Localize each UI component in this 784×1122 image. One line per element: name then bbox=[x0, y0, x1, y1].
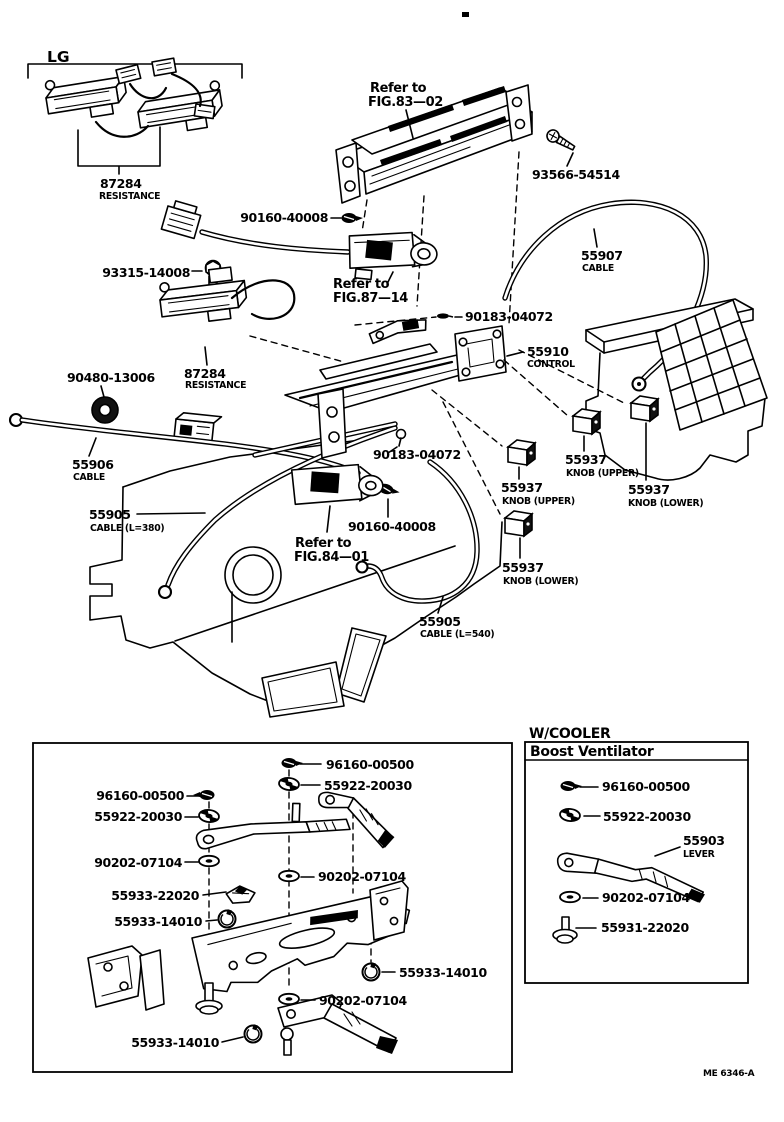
label-bl-clip: 55933-22020 bbox=[111, 888, 199, 903]
label-bl-screw-left: 96160-00500 bbox=[96, 788, 184, 803]
label-knob-d: 55937 bbox=[502, 560, 544, 575]
label-bl-grommet-a: 55933-14010 bbox=[114, 914, 202, 929]
label-knob-d-desc: KNOB (LOWER) bbox=[503, 576, 578, 587]
label-55907: 55907 bbox=[581, 248, 623, 263]
label-90183-a: 90183-04072 bbox=[465, 309, 553, 324]
label-55903: 55903 bbox=[683, 833, 725, 848]
label-knob-c: 55937 bbox=[628, 482, 670, 497]
label-93566: 93566-54514 bbox=[532, 167, 620, 182]
cable-55906 bbox=[8, 412, 361, 476]
boost-ventilator-title: Boost Ventilator bbox=[530, 744, 654, 760]
diagram-labels: LG Refer to FIG.83—02 93566-54514 87284 … bbox=[47, 48, 755, 1079]
lg-resistor-group bbox=[27, 57, 243, 175]
label-bl-nut-left: 55922-20030 bbox=[94, 809, 182, 824]
label-55905a: 55905 bbox=[89, 507, 131, 522]
label-87284-top-desc: RESISTANCE bbox=[99, 191, 160, 202]
label-bl-washer-right: 90202-07104 bbox=[318, 869, 406, 884]
label-bl-screw-right: 96160-00500 bbox=[326, 757, 414, 772]
label-bl-nut-right: 55922-20030 bbox=[324, 778, 412, 793]
label-55910-desc: CONTROL bbox=[527, 359, 575, 370]
label-90183-b: 90183-04072 bbox=[373, 447, 461, 462]
label-bl-washer-bottom: 90202-07104 bbox=[319, 993, 407, 1008]
control-assembly-55910 bbox=[252, 312, 627, 533]
label-87284-top: 87284 bbox=[100, 176, 142, 191]
label-55931: 55931-22020 bbox=[601, 920, 689, 935]
label-knob-c-desc: KNOB (LOWER) bbox=[628, 498, 703, 509]
fig83-ref-line2: FIG.83—02 bbox=[368, 95, 443, 110]
servo-cable-assembly bbox=[160, 200, 438, 285]
label-knob-a: 55937 bbox=[501, 480, 543, 495]
cable-55905-540 bbox=[355, 459, 480, 614]
label-55905b: 55905 bbox=[419, 614, 461, 629]
label-br-screw: 96160-00500 bbox=[602, 779, 690, 794]
wcooler-header: W/COOLER bbox=[529, 726, 611, 742]
knob-upper-left bbox=[507, 439, 536, 480]
lg-label: LG bbox=[47, 48, 70, 66]
label-90160-b: 90160-40008 bbox=[348, 519, 436, 534]
control-head-unit bbox=[335, 84, 533, 325]
label-knob-b-desc: KNOB (UPPER) bbox=[566, 468, 639, 479]
print-mark bbox=[462, 12, 469, 17]
label-87284-mid-desc: RESISTANCE bbox=[185, 380, 246, 391]
screw-93566 bbox=[546, 129, 576, 167]
cooler-unit bbox=[585, 298, 768, 481]
figure-code: ME 6346-A bbox=[703, 1069, 755, 1079]
label-55906: 55906 bbox=[72, 457, 114, 472]
label-55907-desc: CABLE bbox=[582, 263, 614, 274]
label-90480: 90480-13006 bbox=[67, 370, 155, 385]
fig87-ref-line1: Refer to bbox=[333, 277, 390, 292]
label-55905b-desc: CABLE (L=540) bbox=[420, 629, 494, 640]
label-87284-mid: 87284 bbox=[184, 366, 226, 381]
label-knob-b: 55937 bbox=[565, 452, 607, 467]
inset-box-right bbox=[524, 741, 749, 984]
label-55905a-desc: CABLE (L=380) bbox=[90, 523, 164, 534]
label-bl-grommet-c: 55933-14010 bbox=[131, 1035, 219, 1050]
label-br-nut: 55922-20030 bbox=[603, 809, 691, 824]
label-bl-grommet-b: 55933-14010 bbox=[399, 965, 487, 980]
inset-box-left bbox=[32, 742, 513, 1073]
knob-lower-mid bbox=[504, 510, 533, 559]
fig83-ref-line1: Refer to bbox=[370, 81, 427, 96]
grommet-90480 bbox=[91, 385, 119, 424]
label-55906-desc: CABLE bbox=[73, 472, 105, 483]
label-90160-top: 90160-40008 bbox=[240, 210, 328, 225]
resistor-mid-assembly bbox=[159, 266, 345, 366]
fig84-ref-line1: Refer to bbox=[295, 536, 352, 551]
label-knob-a-desc: KNOB (UPPER) bbox=[502, 496, 575, 507]
knob-upper-mid bbox=[572, 408, 601, 452]
label-55903-desc: LEVER bbox=[683, 849, 715, 860]
knob-lower-right bbox=[630, 395, 659, 481]
label-br-washer: 90202-07104 bbox=[602, 890, 690, 905]
fig87-ref-line2: FIG.87—14 bbox=[333, 291, 408, 306]
fig84-ref-line2: FIG.84—01 bbox=[294, 550, 369, 565]
label-93315: 93315-14008 bbox=[102, 265, 190, 280]
label-55910: 55910 bbox=[527, 344, 569, 359]
label-bl-washer-left: 90202-07104 bbox=[94, 855, 182, 870]
